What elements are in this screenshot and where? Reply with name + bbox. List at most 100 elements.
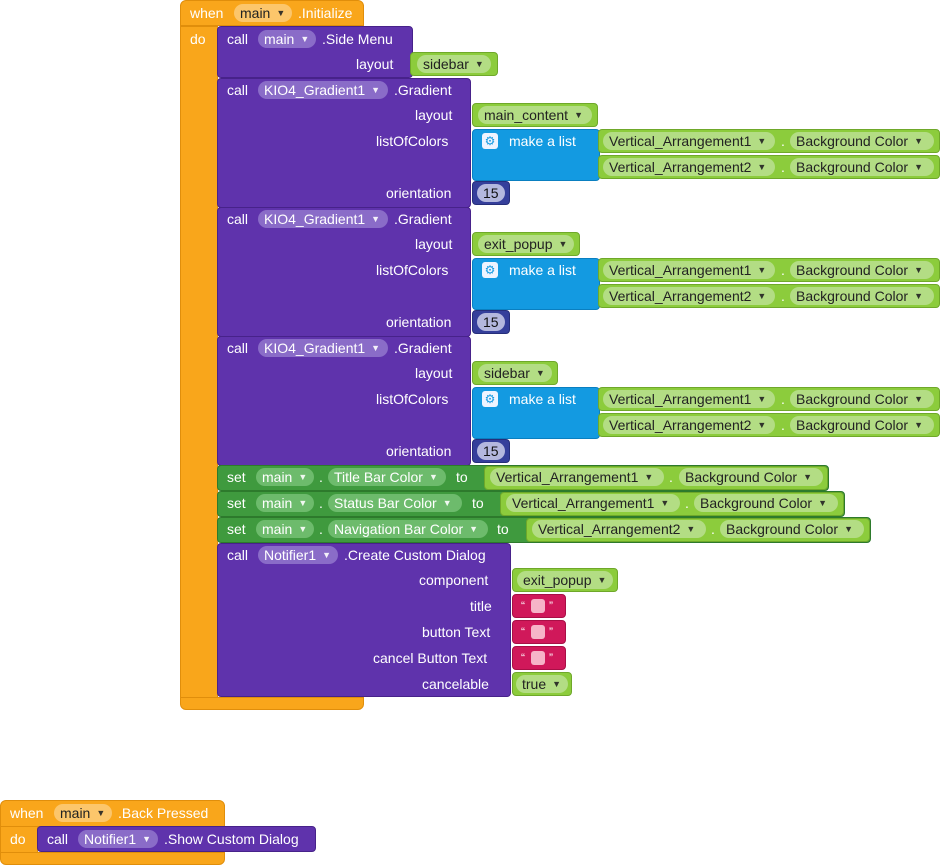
make-list-label: make a list <box>509 133 576 149</box>
chevron-down-icon: ▼ <box>757 394 767 404</box>
chevron-down-icon: ▼ <box>757 162 767 172</box>
component-dropdown-gradient[interactable]: KIO4_Gradient1▼ <box>258 210 388 228</box>
property-dropdown[interactable]: Title Bar Color▼ <box>328 468 446 486</box>
component-dropdown-gradient[interactable]: KIO4_Gradient1▼ <box>258 81 388 99</box>
property-dropdown[interactable]: Background Color▼ <box>679 468 823 486</box>
quote-open: “ <box>521 625 525 639</box>
chevron-down-icon: ▼ <box>844 524 853 534</box>
chevron-down-icon: ▼ <box>558 239 568 249</box>
dot-separator: . <box>669 469 673 485</box>
chevron-down-icon: ▼ <box>914 265 923 275</box>
component-dropdown-sidebar[interactable]: sidebar▼ <box>417 55 491 73</box>
chevron-down-icon: ▼ <box>660 498 670 508</box>
call-create-custom-dialog-block[interactable] <box>217 543 511 697</box>
component-dropdown-main[interactable]: main▼ <box>54 804 112 822</box>
dot-separator: . <box>685 495 689 511</box>
component-dropdown-sidebar[interactable]: sidebar▼ <box>478 364 552 382</box>
call-keyword: call <box>227 340 249 356</box>
component-dropdown-va1[interactable]: Vertical_Arrangement1▼ <box>490 468 664 486</box>
event-name: .Back Pressed <box>118 805 209 821</box>
number-value[interactable]: 15 <box>477 184 505 202</box>
text-input[interactable] <box>531 651 545 665</box>
component-dropdown-gradient[interactable]: KIO4_Gradient1▼ <box>258 339 388 357</box>
component-dropdown-main[interactable]: main▼ <box>256 468 314 486</box>
to-keyword: to <box>472 495 484 511</box>
chevron-down-icon: ▼ <box>644 472 654 482</box>
text-input[interactable] <box>531 625 545 639</box>
text-string-block[interactable] <box>512 620 566 644</box>
dot-separator: . <box>781 133 785 149</box>
layout-label: layout <box>415 236 453 252</box>
component-dropdown-main[interactable]: main▼ <box>256 520 314 538</box>
call-gradient-block-1[interactable] <box>217 78 471 208</box>
component-dropdown-va1[interactable]: Vertical_Arrangement1▼ <box>603 261 775 279</box>
call-keyword: call <box>47 831 69 847</box>
component-dropdown-va2[interactable]: Vertical_Arrangement2▼ <box>603 287 775 305</box>
layout-label: layout <box>356 56 394 72</box>
chevron-down-icon: ▼ <box>142 834 152 844</box>
quote-close: ” <box>549 625 553 639</box>
chevron-down-icon: ▼ <box>803 472 812 482</box>
chevron-down-icon: ▼ <box>96 808 106 818</box>
component-dropdown-va1[interactable]: Vertical_Arrangement1▼ <box>603 390 775 408</box>
boolean-dropdown[interactable]: true▼ <box>516 675 568 693</box>
component-dropdown-main[interactable]: main▼ <box>234 4 292 22</box>
call-keyword: call <box>227 31 249 47</box>
set-keyword: set <box>227 495 246 511</box>
component-dropdown-va2[interactable]: Vertical_Arrangement2▼ <box>603 158 775 176</box>
chevron-down-icon: ▼ <box>552 679 562 689</box>
component-dropdown-va1[interactable]: Vertical_Arrangement1▼ <box>603 132 775 150</box>
component-label: component <box>419 572 489 588</box>
method-name: .Side Menu <box>322 31 393 47</box>
component-dropdown-notifier[interactable]: Notifier1▼ <box>258 546 338 564</box>
chevron-down-icon: ▼ <box>757 136 767 146</box>
call-keyword: call <box>227 547 249 563</box>
chevron-down-icon: ▼ <box>914 420 923 430</box>
chevron-down-icon: ▼ <box>298 472 308 482</box>
call-gradient-block-3[interactable] <box>217 336 471 466</box>
button-text-label: button Text <box>422 624 491 640</box>
gear-icon[interactable]: ⚙ <box>482 391 498 407</box>
make-list-label: make a list <box>509 262 576 278</box>
chevron-down-icon: ▼ <box>757 265 767 275</box>
property-dropdown[interactable]: Background Color▼ <box>790 416 934 434</box>
component-dropdown-main[interactable]: main▼ <box>256 494 314 512</box>
text-input[interactable] <box>531 599 545 613</box>
method-name: .Gradient <box>394 211 452 227</box>
gear-icon[interactable]: ⚙ <box>482 133 498 149</box>
property-dropdown[interactable]: Background Color▼ <box>720 520 864 538</box>
property-dropdown[interactable]: Background Color▼ <box>694 494 838 512</box>
method-name: .Show Custom Dialog <box>164 831 299 847</box>
property-dropdown[interactable]: Background Color▼ <box>790 287 934 305</box>
component-dropdown-va1[interactable]: Vertical_Arrangement1▼ <box>506 494 680 512</box>
gear-icon[interactable]: ⚙ <box>482 262 498 278</box>
property-dropdown[interactable]: Background Color▼ <box>790 261 934 279</box>
chevron-down-icon: ▼ <box>686 524 696 534</box>
property-dropdown[interactable]: Navigation Bar Color▼ <box>328 520 488 538</box>
title-label: title <box>470 598 492 614</box>
property-dropdown[interactable]: Background Color▼ <box>790 132 934 150</box>
chevron-down-icon: ▼ <box>535 368 545 378</box>
property-dropdown[interactable]: Background Color▼ <box>790 390 934 408</box>
component-dropdown-exit-popup[interactable]: exit_popup▼ <box>478 235 574 253</box>
property-dropdown[interactable]: Status Bar Color▼ <box>328 494 462 512</box>
method-name: .Gradient <box>394 82 452 98</box>
number-value[interactable]: 15 <box>477 442 505 460</box>
dot-separator: . <box>781 159 785 175</box>
component-dropdown-main[interactable]: main▼ <box>258 30 316 48</box>
event-main-back-pressed-body <box>0 826 38 853</box>
component-dropdown-va2[interactable]: Vertical_Arrangement2▼ <box>532 520 706 538</box>
component-dropdown-main-content[interactable]: main_content▼ <box>478 106 592 124</box>
layout-label: layout <box>415 107 453 123</box>
list-of-colors-label: listOfColors <box>376 262 449 278</box>
property-dropdown[interactable]: Background Color▼ <box>790 158 934 176</box>
component-dropdown-exit-popup[interactable]: exit_popup▼ <box>517 571 613 589</box>
component-dropdown-notifier[interactable]: Notifier1▼ <box>78 830 158 848</box>
component-dropdown-va2[interactable]: Vertical_Arrangement2▼ <box>603 416 775 434</box>
dot-separator: . <box>711 521 715 537</box>
chevron-down-icon: ▼ <box>298 524 308 534</box>
layout-label: layout <box>415 365 453 381</box>
call-gradient-block-2[interactable] <box>217 207 471 337</box>
number-value[interactable]: 15 <box>477 313 505 331</box>
chevron-down-icon: ▼ <box>757 420 767 430</box>
